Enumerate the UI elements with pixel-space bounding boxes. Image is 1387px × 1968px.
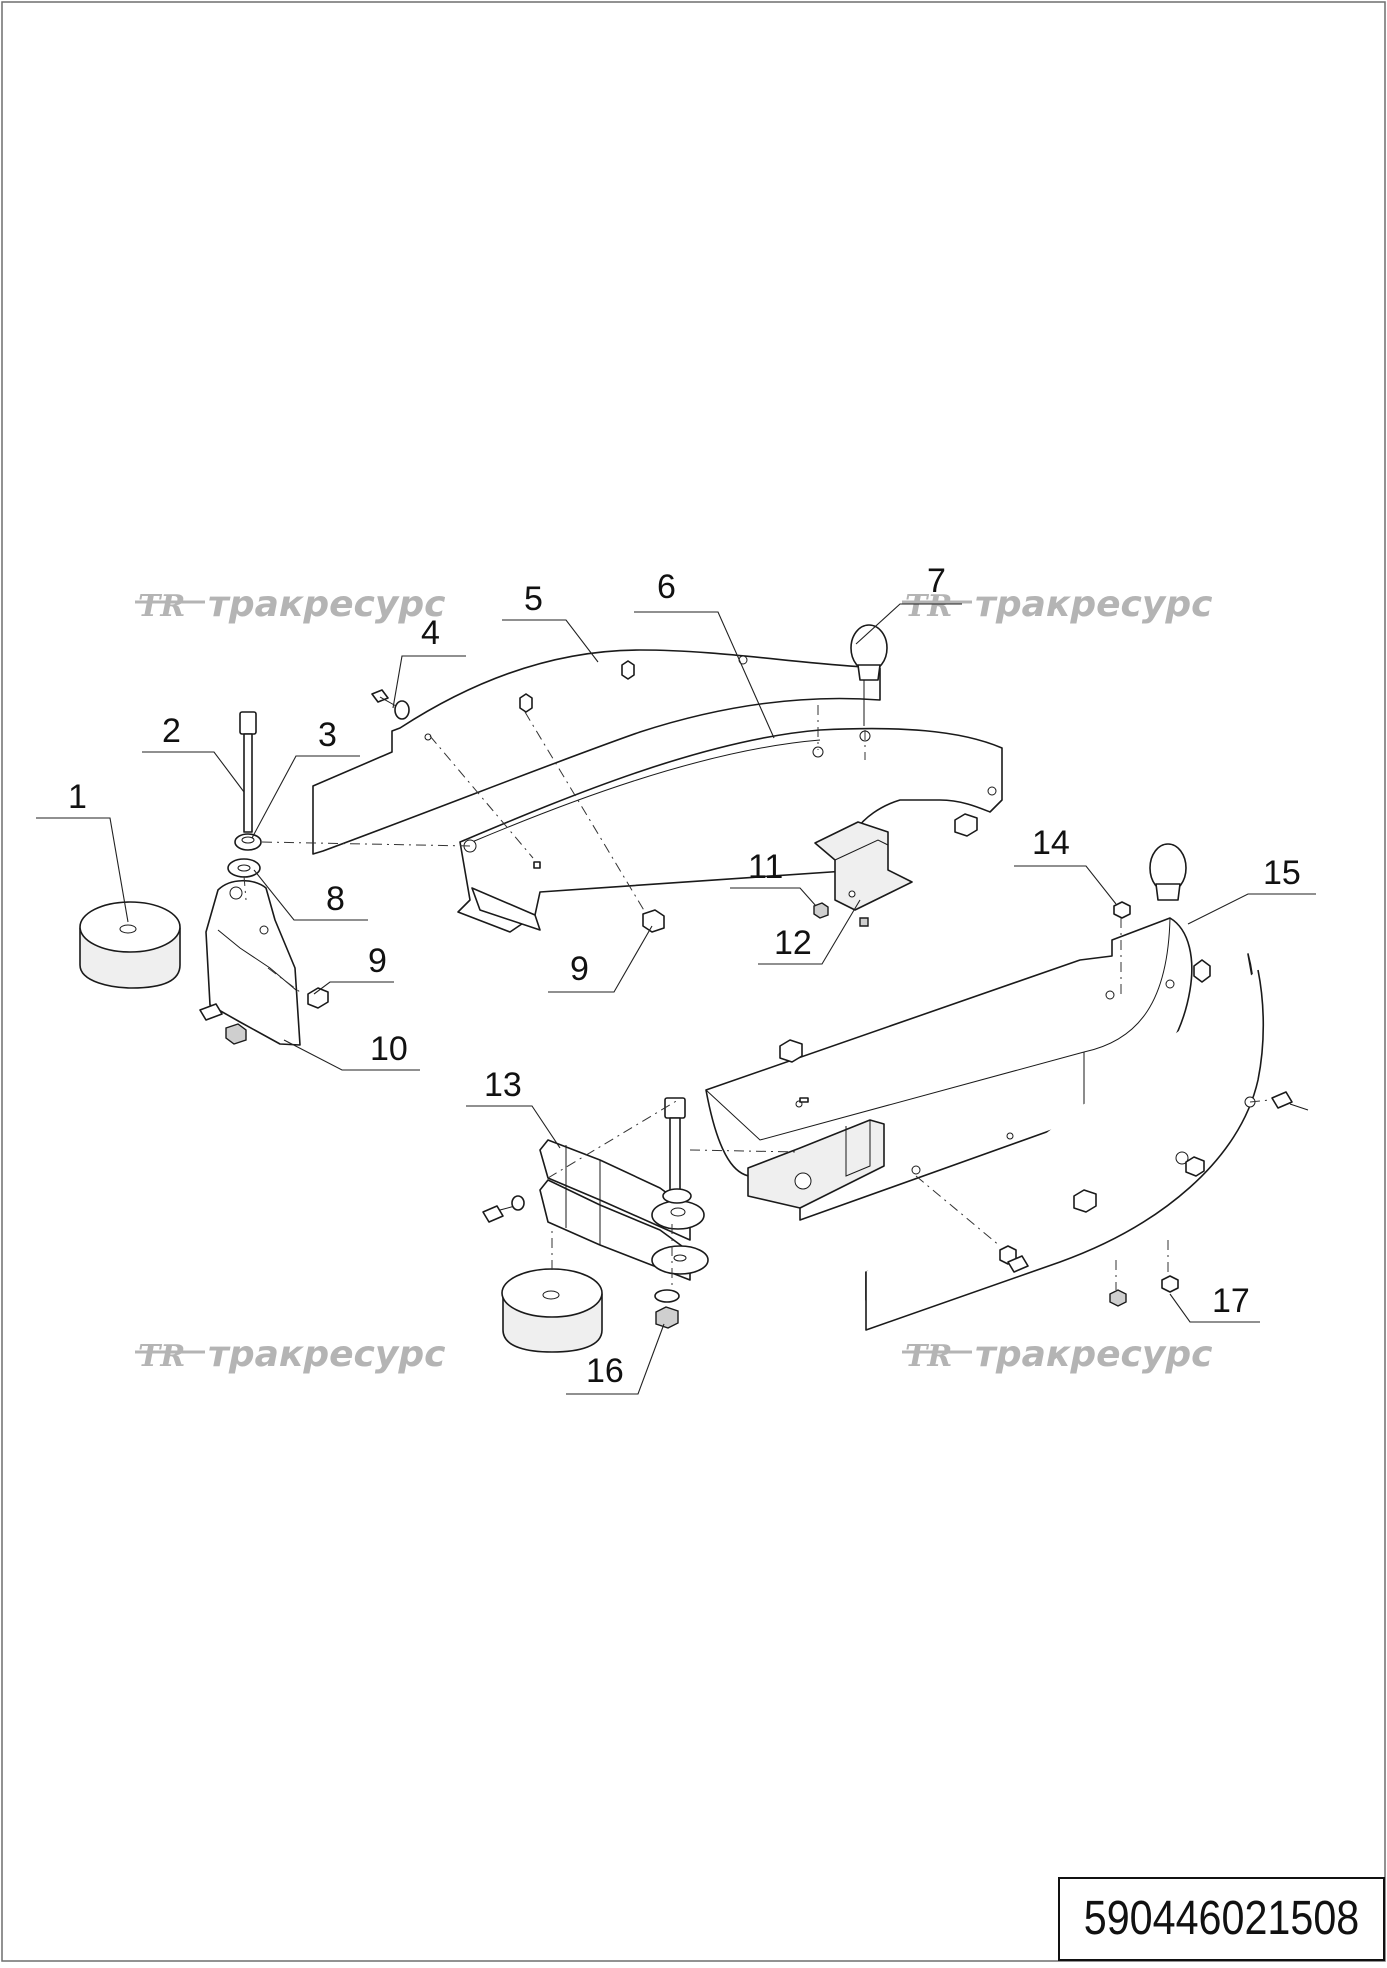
callout-4: 4: [392, 614, 466, 709]
nut-small: [225, 1023, 247, 1045]
assembly-line: [524, 711, 646, 913]
part-4-bolt-washer: [371, 689, 410, 720]
watermark-text: тракресурс: [975, 1334, 1212, 1375]
callout-number: 17: [1212, 1282, 1250, 1320]
part-5-side-panel: [312, 649, 881, 855]
callout-number: 16: [586, 1352, 624, 1390]
callout-number: 15: [1263, 854, 1301, 892]
callout-9-left: 9: [313, 942, 394, 995]
part-17-curved-guard: [865, 953, 1265, 1331]
assembly-line: [261, 841, 471, 847]
part-6-mounting-plate: [457, 727, 1003, 933]
callout-number: 9: [368, 942, 387, 980]
bolt-small: [199, 1003, 223, 1021]
assembly-line: [689, 1149, 801, 1153]
screw: [1161, 1275, 1179, 1293]
callout-14: 14: [1014, 824, 1117, 905]
part-2-bolt: [239, 711, 257, 833]
callout-number: 7: [927, 562, 946, 600]
bolt-left: [482, 1205, 504, 1223]
watermark-1: TR тракресурс: [135, 584, 445, 625]
callout-10: 10: [283, 1030, 420, 1071]
callout-number: 6: [657, 568, 676, 606]
drawing-code: 590446021508: [1083, 1892, 1360, 1945]
callout-9-upper: 9: [548, 925, 653, 993]
callout-number: 4: [421, 614, 440, 652]
nut: [1193, 959, 1211, 983]
callout-number: 8: [326, 880, 345, 918]
bolt-lower: [662, 1097, 692, 1204]
assembly-line: [243, 875, 247, 901]
callout-number: 14: [1032, 824, 1070, 862]
assembly-line: [915, 1175, 1001, 1247]
part-14-screw: [1113, 901, 1131, 919]
part-7-handle-knob: [850, 624, 888, 726]
handle-knob-lower: [1149, 843, 1187, 901]
callout-number: 1: [68, 778, 87, 816]
callout-5: 5: [502, 580, 599, 663]
part-16-nut: [654, 1289, 680, 1329]
callout-8: 8: [253, 869, 368, 921]
rubber-mount-lower: [501, 1268, 603, 1353]
watermark-3: TR тракресурс: [135, 1334, 445, 1375]
assembly-line: [1249, 1099, 1271, 1103]
part-9-nut-left: [307, 987, 329, 1009]
part-3-washer: [234, 833, 262, 851]
callout-3: 3: [251, 716, 360, 839]
callout-15: 15: [1187, 854, 1316, 925]
nut: [1109, 1289, 1127, 1307]
part-13-swing-bracket: [539, 1139, 709, 1281]
nut: [954, 813, 978, 837]
callout-1: 1: [36, 778, 129, 923]
nut: [1185, 1156, 1205, 1177]
callout-number: 11: [748, 848, 783, 886]
callout-number: 3: [318, 716, 337, 754]
part-12-bracket: [814, 821, 913, 927]
watermark-text: тракресурс: [208, 1334, 445, 1375]
watermark-logo: TR: [138, 1339, 185, 1374]
callout-13: 13: [466, 1066, 561, 1149]
part-9-nut-upper: [642, 909, 665, 933]
callout-number: 5: [524, 580, 543, 618]
callout-16: 16: [566, 1323, 665, 1395]
watermark-text: тракресурс: [208, 584, 445, 625]
callout-number: 2: [162, 712, 181, 750]
callout-17: 17: [1169, 1282, 1260, 1323]
drawing-code-box: 590446021508: [1058, 1877, 1385, 1961]
callout-2: 2: [142, 712, 245, 793]
watermark-logo: TR: [905, 1339, 952, 1374]
nut: [779, 1039, 803, 1063]
bolt-right: [1271, 1091, 1293, 1109]
assembly-line: [429, 735, 534, 859]
bolt-shaft: [1289, 1103, 1309, 1111]
callout-7: 7: [855, 562, 962, 645]
assembly-line: [267, 967, 301, 993]
callout-number: 9: [570, 950, 589, 988]
watermark-logo: TR: [138, 589, 185, 624]
callout-number: 12: [774, 924, 812, 962]
watermark-4: TR тракресурс: [902, 1334, 1212, 1375]
part-10-support-bracket: [205, 879, 301, 1046]
washer-left: [511, 1195, 525, 1211]
part-1-rubber-mount: [79, 901, 181, 989]
part-11-nut: [813, 902, 829, 919]
part-8-washer: [227, 858, 261, 878]
assembly-line: [547, 1099, 679, 1179]
callout-11: 11: [730, 848, 817, 907]
nut: [1073, 1189, 1097, 1213]
callout-12: 12: [758, 899, 861, 965]
bolt-small: [1007, 1255, 1029, 1273]
watermark-logo: TR: [905, 589, 952, 624]
callout-number: 10: [370, 1030, 408, 1068]
cover-bracket: [747, 1119, 885, 1209]
watermark-2: TR тракресурс: [902, 584, 1212, 625]
watermark-text: тракресурс: [975, 584, 1212, 625]
callout-number: 13: [484, 1066, 522, 1104]
callout-6: 6: [634, 568, 775, 739]
